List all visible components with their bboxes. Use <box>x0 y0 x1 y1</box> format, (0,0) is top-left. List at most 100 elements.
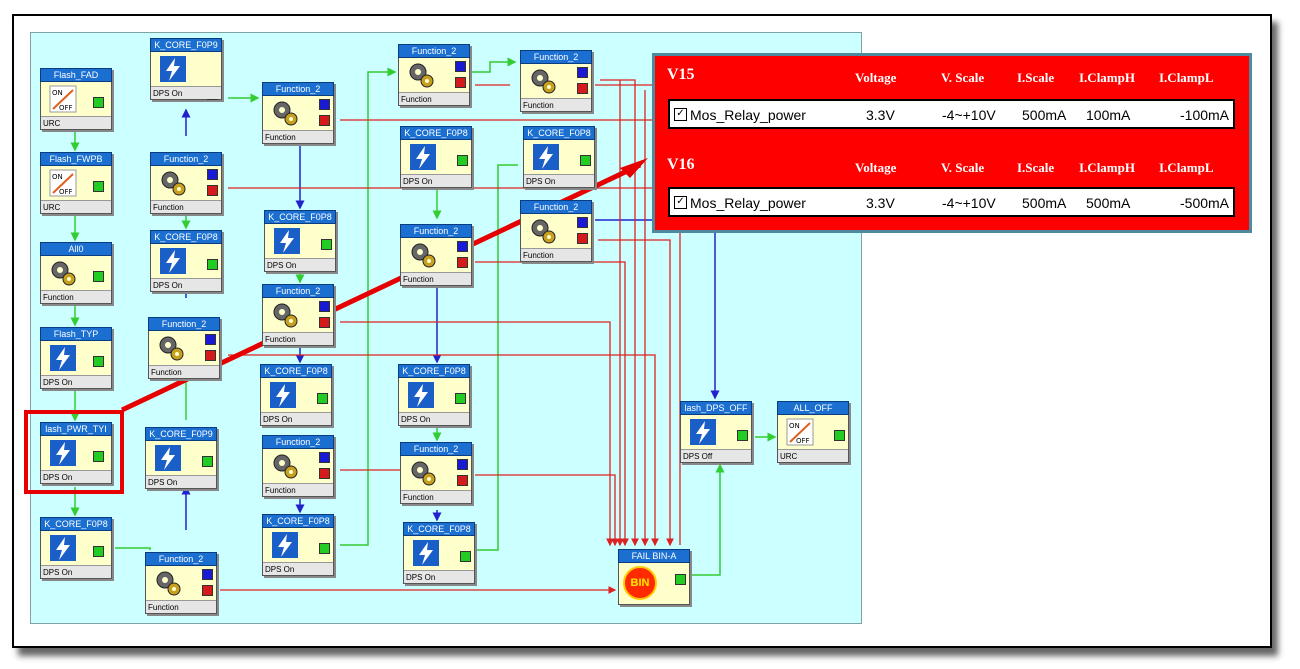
node-title: Function_2 <box>262 284 334 298</box>
fail-port <box>577 233 588 244</box>
iscale-value: 500mA <box>1022 107 1067 123</box>
gear-icon <box>531 219 556 244</box>
node-flash-typ[interactable]: Flash_TYP DPS On <box>40 327 112 389</box>
lightning-power-icon <box>50 345 76 371</box>
node-function-2-c3c[interactable]: Function_2 Function <box>262 435 334 497</box>
pass-port <box>457 241 468 252</box>
node-title: Flash_TYP <box>40 327 112 341</box>
node-k-core-c3b[interactable]: K_CORE_F0P8 DPS On <box>260 364 332 426</box>
gear-icon <box>411 243 436 268</box>
node-function-2-c5a[interactable]: Function_2 Function <box>520 50 592 112</box>
v15-row[interactable]: ✓ Mos_Relay_power 3.3V -4~+10V 500mA 100… <box>668 99 1235 129</box>
node-title: All0 <box>40 242 112 256</box>
node-title: lash_PWR_TYI <box>40 422 112 436</box>
node-title: Flash_FWPB <box>40 152 112 166</box>
status-indicator <box>455 393 466 404</box>
enable-checkbox[interactable]: ✓ <box>674 108 687 121</box>
node-k-core-c5[interactable]: K_CORE_F0P8 DPS On <box>523 126 595 188</box>
fail-port <box>207 185 218 196</box>
node-k-core-c3c[interactable]: K_CORE_F0P8 DPS On <box>262 514 334 576</box>
node-flash-pwr-typ[interactable]: lash_PWR_TYI DPS On <box>40 422 112 484</box>
node-function-2-c2a[interactable]: Function_2 Function <box>150 152 222 214</box>
node-flash-fwpb[interactable]: Flash_FWPB ON OFF URC <box>40 152 112 214</box>
svg-text:ON: ON <box>52 89 63 97</box>
node-title: Flash_FAD <box>40 68 112 82</box>
node-flash-dps-off[interactable]: lash_DPS_OFF DPS Off <box>680 401 752 463</box>
gear-icon <box>156 571 181 596</box>
node-k-core-f0p9-c2[interactable]: K_CORE_F0P9 DPS On <box>145 427 217 489</box>
pass-port <box>319 99 330 110</box>
status-indicator <box>93 271 104 282</box>
node-function-2-c3b[interactable]: Function_2 Function <box>262 284 334 346</box>
pass-port <box>319 452 330 463</box>
lightning-power-icon <box>408 382 434 408</box>
node-title: Function_2 <box>148 317 220 331</box>
bin-icon: BIN <box>623 566 657 600</box>
iclampl-value: -500mA <box>1180 195 1230 211</box>
lightning-power-icon <box>533 144 559 170</box>
pass-port <box>207 169 218 180</box>
status-indicator <box>319 543 330 554</box>
node-footer: DPS On <box>261 412 331 425</box>
gear-icon <box>531 69 556 94</box>
node-function-2-c4a[interactable]: Function_2 Function <box>398 44 470 106</box>
node-all0[interactable]: All0 Function <box>40 242 112 304</box>
node-title: K_CORE_F0P8 <box>400 126 472 140</box>
node-function-2-c4b[interactable]: Function_2 Function <box>400 224 472 286</box>
node-k-core-c2[interactable]: K_CORE_F0P8 DPS On <box>150 230 222 292</box>
node-title: K_CORE_F0P8 <box>260 364 332 378</box>
gear-icon <box>411 461 436 486</box>
node-function-2-c2c[interactable]: Function_2 Function <box>145 552 217 614</box>
node-k-core-f0p9-top[interactable]: K_CORE_F0P9 DPS On <box>150 38 222 100</box>
on-off-switch-icon: ON OFF <box>49 85 77 113</box>
fail-port <box>577 83 588 94</box>
status-indicator <box>580 155 591 166</box>
header-iclampl: I.ClampL <box>1159 160 1214 175</box>
svg-text:OFF: OFF <box>59 104 73 112</box>
node-function-2-c5b[interactable]: Function_2 Function <box>520 200 592 262</box>
node-k-core-c3a[interactable]: K_CORE_F0P8 DPS On <box>264 210 336 272</box>
vscale-value: -4~+10V <box>942 195 996 211</box>
node-footer: DPS On <box>265 258 335 271</box>
gear-icon <box>273 101 298 126</box>
v16-row[interactable]: ✓ Mos_Relay_power 3.3V -4~+10V 500mA 500… <box>668 187 1235 217</box>
gear-icon <box>159 336 184 361</box>
status-indicator <box>202 456 213 467</box>
status-indicator <box>321 239 332 250</box>
fail-port <box>457 475 468 486</box>
header-vscale: V. Scale <box>941 70 985 85</box>
header-iscale: I.Scale <box>1017 70 1055 85</box>
svg-text:OFF: OFF <box>59 188 73 196</box>
node-footer: DPS On <box>41 470 111 483</box>
pass-port <box>577 67 588 78</box>
node-fail-bin[interactable]: FAIL BIN-A BIN <box>618 549 690 605</box>
status-indicator <box>93 546 104 557</box>
lightning-power-icon <box>413 540 439 566</box>
node-footer: Function <box>263 130 333 143</box>
lightning-power-icon <box>160 248 186 274</box>
node-footer: Function <box>521 248 591 261</box>
node-footer: DPS On <box>401 174 471 187</box>
node-k-core-c4c[interactable]: K_CORE_F0P8 DPS On <box>403 522 475 584</box>
node-k-core-bottom-left[interactable]: K_CORE_F0P8 DPS On <box>40 517 112 579</box>
node-title: Function_2 <box>262 435 334 449</box>
node-footer: Function <box>151 200 221 213</box>
node-function-2-c2b[interactable]: Function_2 Function <box>148 317 220 379</box>
node-title: K_CORE_F0P8 <box>262 514 334 528</box>
header-iclamph: I.ClampH <box>1079 160 1135 175</box>
node-footer: URC <box>41 200 111 213</box>
node-function-2-c3a[interactable]: Function_2 Function <box>262 82 334 144</box>
node-footer: Function <box>521 98 591 111</box>
svg-text:ON: ON <box>52 173 63 181</box>
enable-checkbox[interactable]: ✓ <box>674 196 687 209</box>
node-k-core-c4b[interactable]: K_CORE_F0P8 DPS On <box>398 364 470 426</box>
pass-port <box>577 217 588 228</box>
node-footer: DPS On <box>151 86 221 99</box>
node-title: K_CORE_F0P8 <box>398 364 470 378</box>
node-k-core-c4a[interactable]: K_CORE_F0P8 DPS On <box>400 126 472 188</box>
node-function-2-c4c[interactable]: Function_2 Function <box>400 442 472 504</box>
node-title: Function_2 <box>400 224 472 238</box>
node-footer: URC <box>778 449 848 462</box>
